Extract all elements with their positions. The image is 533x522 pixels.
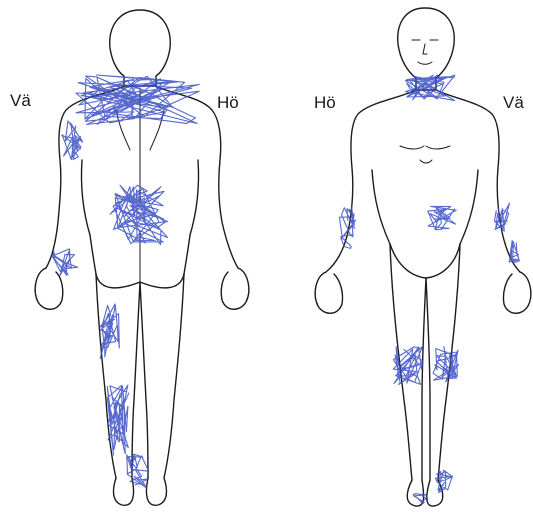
front-chest <box>400 146 450 163</box>
back-shoulder-marking <box>76 75 199 125</box>
back-left-hand <box>35 268 63 309</box>
front-neck-marking <box>405 75 454 101</box>
back-head <box>110 10 171 86</box>
back-left-thigh-marking <box>100 304 119 359</box>
back-view-left-label: Vä <box>10 92 31 109</box>
back-right-hand <box>221 268 249 309</box>
front-view-right-label: Hö <box>314 94 336 111</box>
front-view-figure <box>315 8 531 506</box>
back-left-leg <box>96 274 140 478</box>
back-right-leg <box>140 274 184 478</box>
back-view-right-label: Hö <box>217 94 239 111</box>
front-left-arm-inner <box>372 170 390 244</box>
back-left-upper-arm-marking <box>62 121 83 160</box>
back-right-arm-inner <box>190 160 199 235</box>
front-left-foot <box>427 480 443 506</box>
front-right-hand <box>315 272 342 313</box>
back-left-arm-inner <box>81 160 90 235</box>
back-right-foot <box>146 478 166 505</box>
front-left-hand <box>503 272 530 313</box>
back-lower-back-marking <box>110 185 168 245</box>
front-right-arm-inner <box>460 170 478 244</box>
front-right-arm-marking <box>339 207 355 249</box>
pain-markings <box>51 75 519 504</box>
back-ankle-marking <box>127 454 149 488</box>
front-hips <box>390 244 460 278</box>
front-left-arm-marking <box>494 203 509 231</box>
front-left-forearm-marking <box>509 240 519 262</box>
front-torso <box>326 90 520 272</box>
front-face <box>412 40 438 64</box>
front-right-foot-marking <box>413 494 428 504</box>
front-left-knee-marking <box>433 347 458 382</box>
front-view-left-label: Vä <box>503 94 524 111</box>
front-right-knee-marking <box>393 347 423 385</box>
back-left-forearm-marking <box>51 249 77 276</box>
front-pelvis-marking <box>428 206 456 229</box>
